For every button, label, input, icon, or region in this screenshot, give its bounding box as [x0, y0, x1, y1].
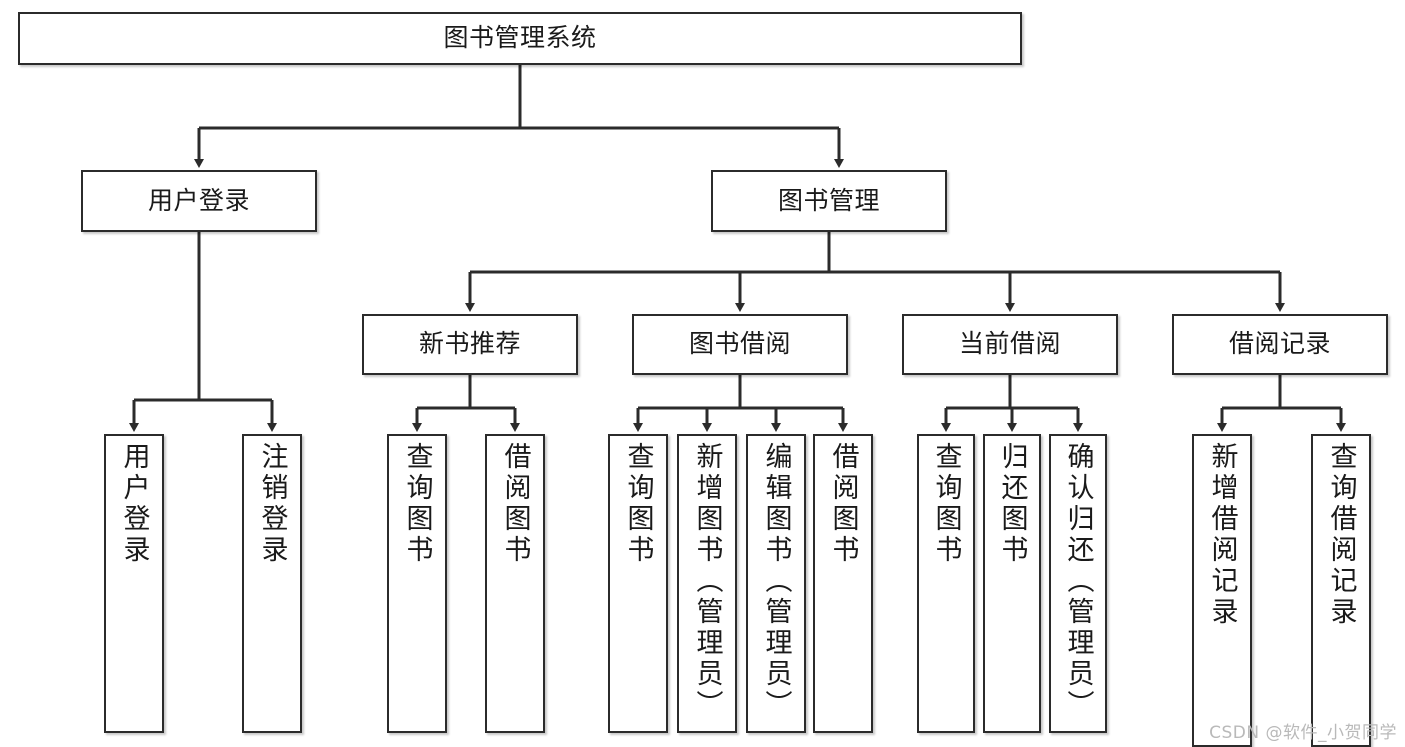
- node-root-label: 图书管理系统: [443, 23, 597, 53]
- node-book-management[interactable]: 图书管理: [711, 170, 947, 232]
- leaf-node[interactable]: 注销登录: [242, 434, 302, 733]
- node-book-borrow[interactable]: 图书借阅: [632, 314, 848, 375]
- node-borrow-record[interactable]: 借阅记录: [1172, 314, 1388, 375]
- leaf-node[interactable]: 新增图书（管理员）: [677, 434, 737, 733]
- leaf-node[interactable]: 编辑图书（管理员）: [746, 434, 806, 733]
- leaf-node-label: 新增图书（管理员）: [691, 442, 723, 721]
- leaf-node-label: 编辑图书（管理员）: [760, 442, 792, 721]
- leaf-node[interactable]: 归还图书: [983, 434, 1041, 733]
- leaf-node[interactable]: 查询图书: [608, 434, 668, 733]
- leaf-node[interactable]: 新增借阅记录: [1192, 434, 1252, 747]
- node-user-login-label: 用户登录: [147, 185, 250, 215]
- leaf-node-label: 查询图书: [401, 442, 433, 566]
- leaf-node[interactable]: 查询图书: [387, 434, 447, 733]
- leaf-node[interactable]: 查询借阅记录: [1311, 434, 1371, 747]
- leaf-node-label: 确认归还（管理员）: [1062, 442, 1094, 721]
- node-current-borrow[interactable]: 当前借阅: [902, 314, 1118, 375]
- leaf-node-label: 查询图书: [622, 442, 654, 566]
- leaf-node[interactable]: 借阅图书: [485, 434, 545, 733]
- leaf-node-label: 归还图书: [996, 442, 1028, 566]
- leaf-node-label: 新增借阅记录: [1206, 442, 1238, 628]
- leaf-node[interactable]: 确认归还（管理员）: [1049, 434, 1107, 733]
- leaf-node[interactable]: 借阅图书: [813, 434, 873, 733]
- node-new-book-recommend-label: 新书推荐: [418, 329, 521, 359]
- leaf-node-label: 查询图书: [930, 442, 962, 566]
- node-book-management-label: 图书管理: [777, 185, 880, 215]
- leaf-node-label: 注销登录: [256, 442, 288, 566]
- node-user-login[interactable]: 用户登录: [81, 170, 317, 232]
- leaf-node[interactable]: 查询图书: [917, 434, 975, 733]
- leaf-node[interactable]: 用户登录: [104, 434, 164, 733]
- watermark: CSDN @软件_小贺同学: [1209, 723, 1397, 743]
- leaf-node-label: 借阅图书: [827, 442, 859, 566]
- leaf-node-label: 用户登录: [118, 442, 150, 566]
- node-current-borrow-label: 当前借阅: [958, 329, 1061, 359]
- node-new-book-recommend[interactable]: 新书推荐: [362, 314, 578, 375]
- node-root[interactable]: 图书管理系统: [18, 12, 1022, 65]
- node-book-borrow-label: 图书借阅: [688, 329, 791, 359]
- leaf-node-label: 借阅图书: [499, 442, 531, 566]
- node-borrow-record-label: 借阅记录: [1228, 329, 1331, 359]
- leaf-node-label: 查询借阅记录: [1325, 442, 1357, 628]
